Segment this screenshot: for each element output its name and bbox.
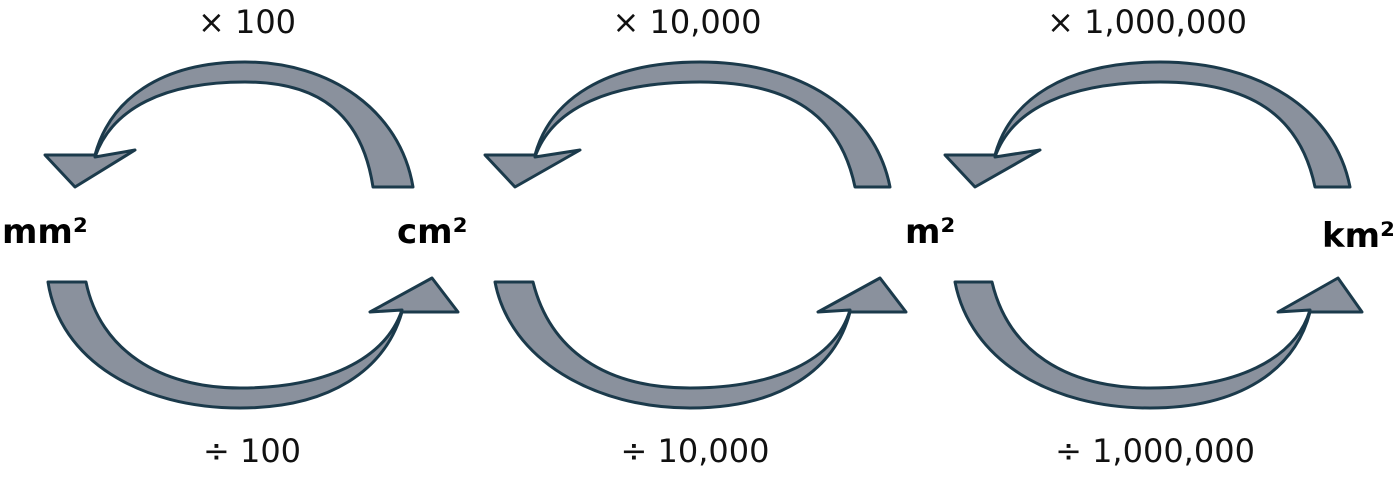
unit-label-m2: m² xyxy=(905,212,955,252)
divide-arrow-m2-to-km2 xyxy=(953,276,1364,410)
divide-arrow-cm2-to-m2 xyxy=(493,276,908,410)
divide-arrow-mm2-to-cm2 xyxy=(46,276,460,410)
unit-label-mm2: mm² xyxy=(2,212,88,252)
unit-label-km2: km² xyxy=(1322,216,1395,256)
divide-label-100: ÷ 100 xyxy=(203,432,301,470)
multiply-label-100: × 100 xyxy=(198,3,296,41)
divide-label-10000: ÷ 10,000 xyxy=(621,432,770,470)
multiply-arrow-km2-to-m2 xyxy=(943,60,1352,189)
multiply-label-10000: × 10,000 xyxy=(613,3,762,41)
multiply-label-1000000: × 1,000,000 xyxy=(1047,3,1247,41)
multiply-arrow-cm2-to-mm2 xyxy=(43,60,415,189)
unit-label-cm2: cm² xyxy=(397,212,467,252)
multiply-arrow-m2-to-cm2 xyxy=(483,60,892,189)
divide-label-1000000: ÷ 1,000,000 xyxy=(1055,432,1255,470)
